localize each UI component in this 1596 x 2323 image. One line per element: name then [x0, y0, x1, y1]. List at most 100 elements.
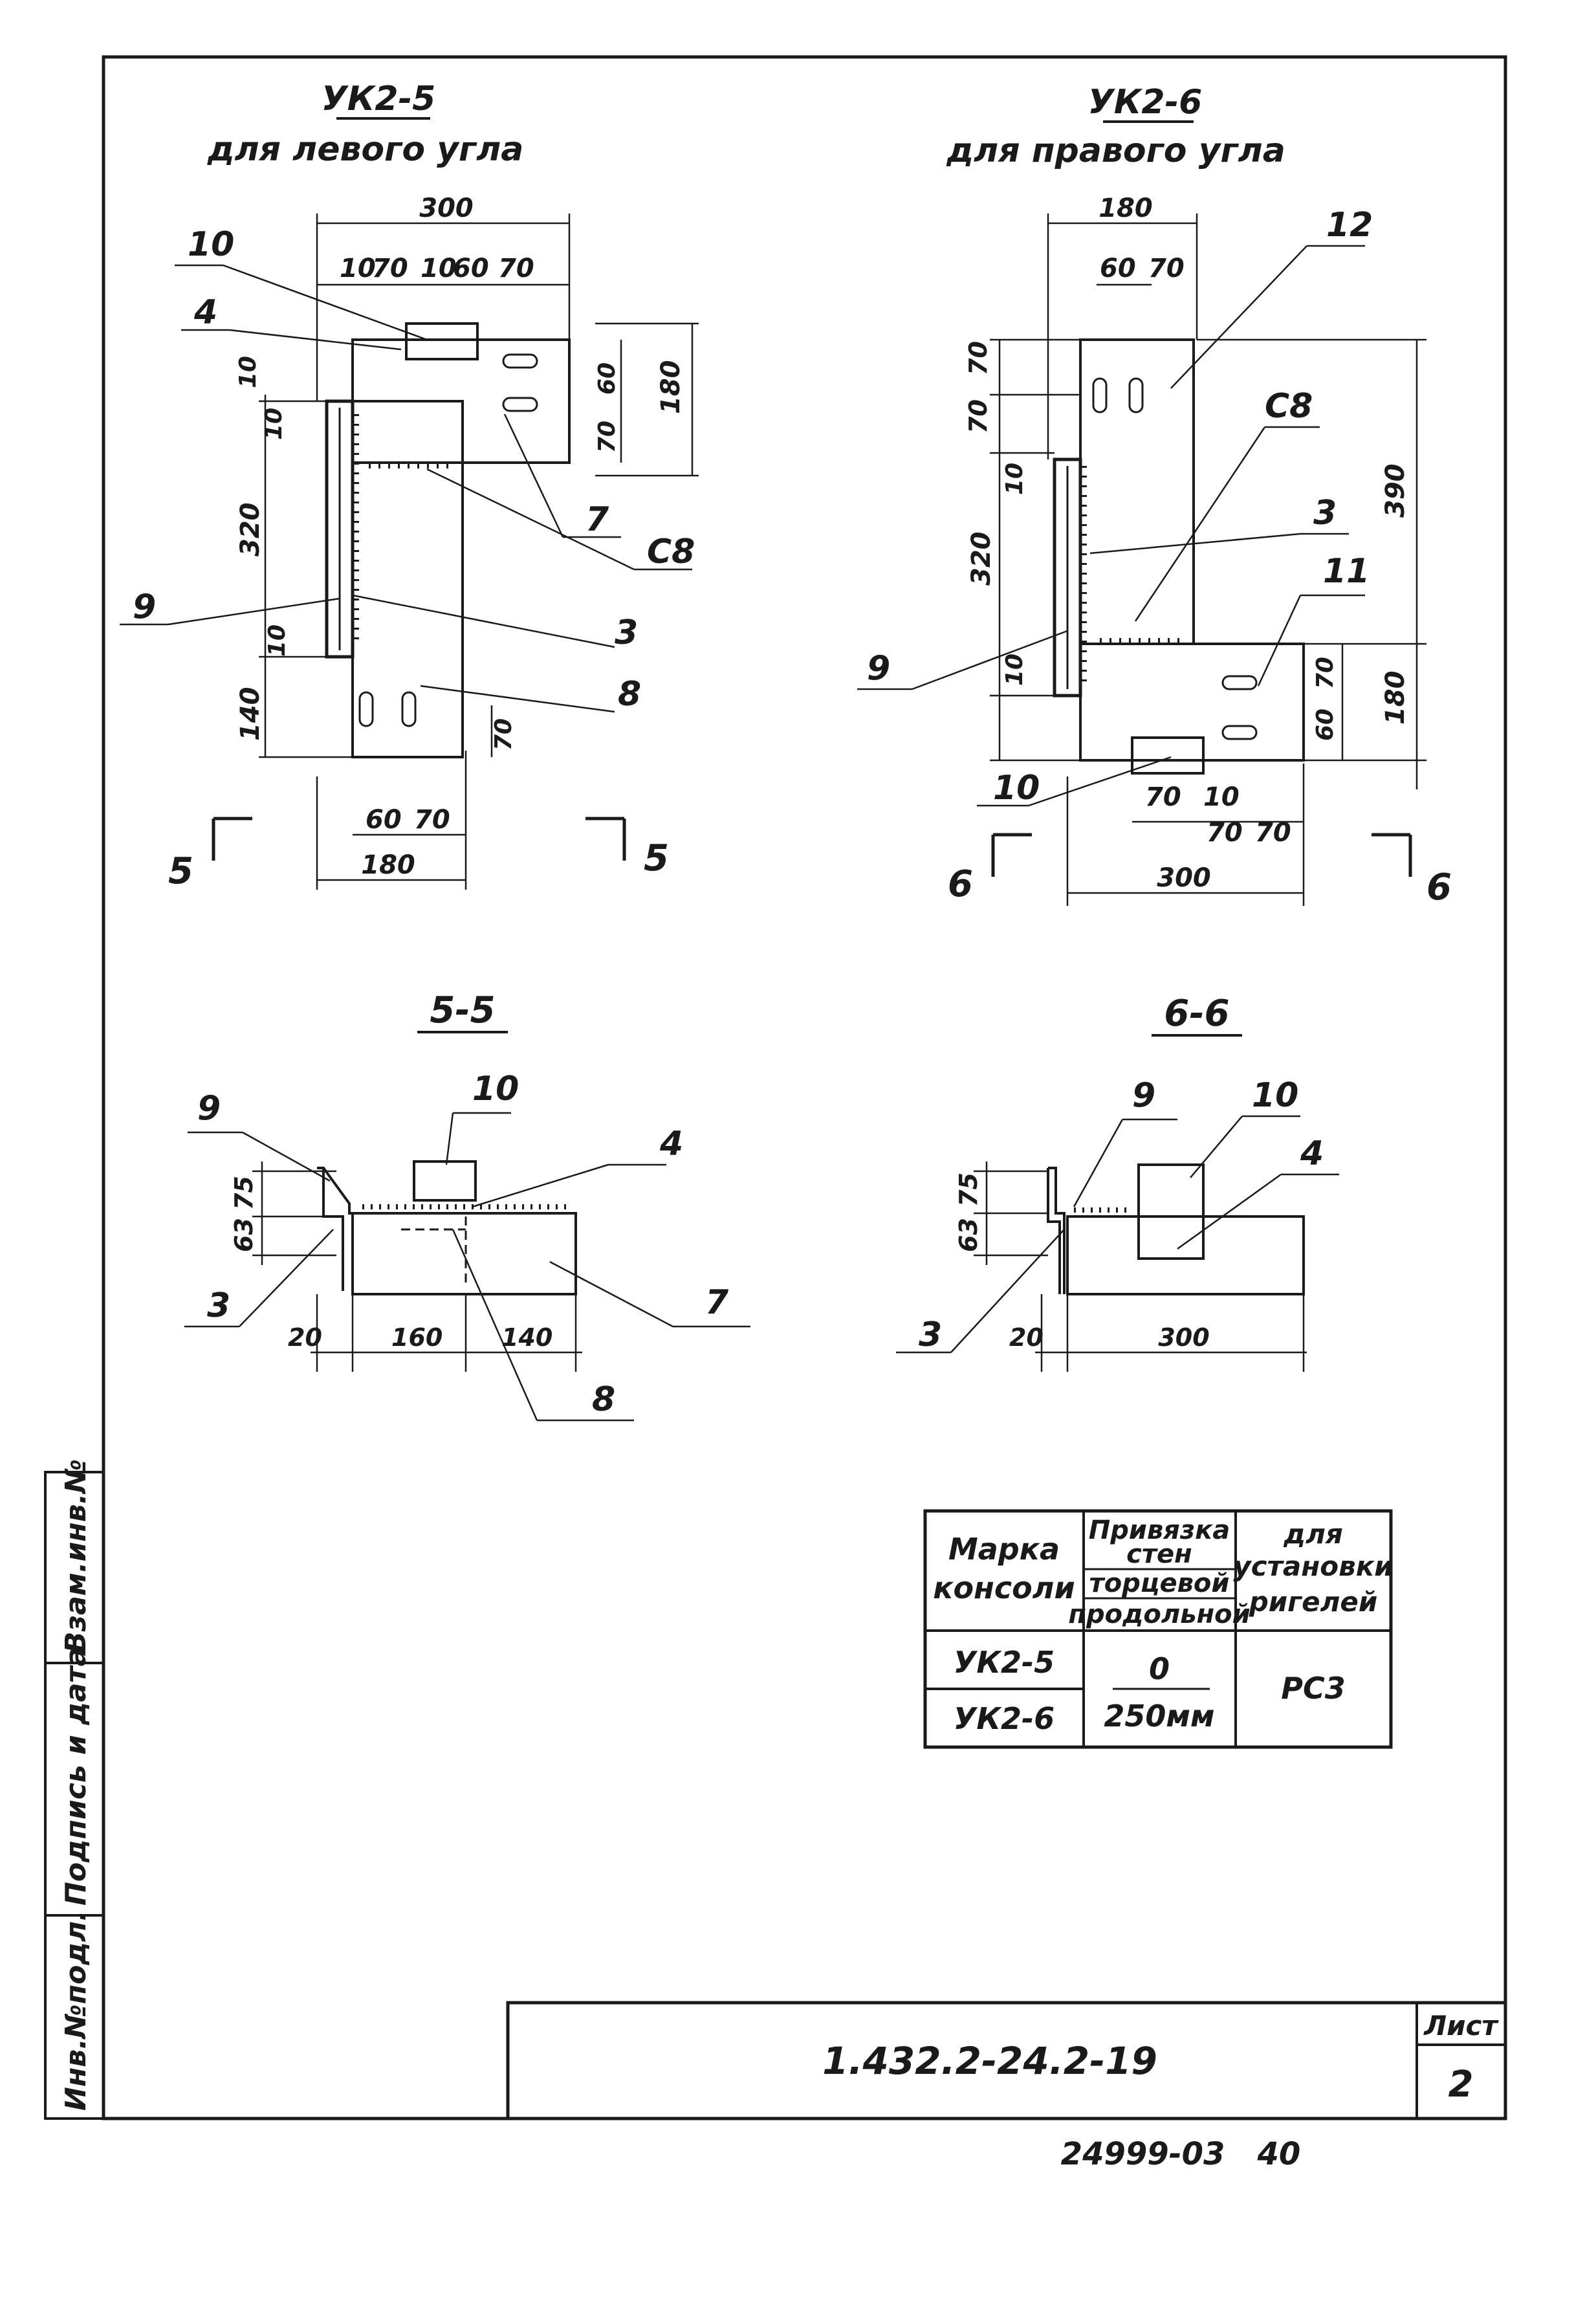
section-mark-left: 5 — [168, 850, 193, 892]
dim: 63 — [230, 1218, 258, 1252]
sheet-label: Лист — [1423, 2010, 1499, 2042]
callout: 10 — [1252, 1076, 1298, 1115]
callout: 7 — [585, 500, 609, 539]
dim: 20 — [288, 1323, 322, 1352]
callout: 8 — [592, 1380, 615, 1419]
dim: 60 — [366, 805, 402, 835]
dim: 60 — [453, 254, 489, 283]
callout: 7 — [705, 1283, 729, 1322]
section-mark-right: 6 — [1427, 866, 1452, 908]
section-mark-left: 5 — [644, 837, 669, 879]
plate-12-right — [1079, 338, 1195, 645]
dim: 70 — [964, 399, 992, 434]
dim: 70 — [498, 254, 534, 283]
callout: 4 — [659, 1125, 683, 1163]
dim: 10 — [235, 356, 261, 388]
dim: 70 — [1145, 782, 1181, 812]
section-mark-right: 6 — [948, 863, 973, 905]
side-stamp: Взам.инв.№ Подпись и дата Инв.№подл. — [44, 1459, 105, 2120]
dim: 60 — [1100, 254, 1136, 283]
dim: 160 — [391, 1323, 443, 1352]
plate-10-section — [413, 1160, 477, 1202]
view-uk2-6: УК2-6 для правого угла — [857, 83, 1452, 908]
title-block: 1.432.2-24.2-19 Лист 2 — [506, 2001, 1507, 2120]
table-header-girder: ригелей — [1249, 1586, 1378, 1618]
dim: 60 — [1312, 709, 1339, 741]
table-girder-value: РС3 — [1281, 1671, 1345, 1706]
dim: 70 — [964, 341, 992, 375]
table-header-mark: Марка — [948, 1532, 1060, 1567]
dim: 70 — [1255, 818, 1291, 848]
callout: 3 — [207, 1286, 230, 1325]
stamp-field-replace-inv: Взам.инв.№ — [60, 1459, 93, 1653]
view-left-subtitle: для левого угла — [207, 130, 524, 169]
dim: 180 — [1381, 671, 1410, 725]
slot — [502, 353, 538, 369]
table-header-girder: установки — [1233, 1550, 1393, 1582]
stamp-field-signature-date: Подпись и дата — [60, 1647, 93, 1906]
callout: 3 — [615, 613, 638, 652]
callout: 10 — [472, 1070, 519, 1108]
view-uk2-5: УК2-5 для левого угла — [120, 80, 699, 892]
table-header-mark: консоли — [933, 1570, 1075, 1605]
dim: 10 — [1203, 782, 1240, 812]
table-row-mark: УК2-5 — [954, 1645, 1055, 1680]
dim: 10 — [340, 254, 376, 283]
view-right-subtitle: для правого угла — [946, 131, 1285, 170]
dim: 140 — [501, 1323, 552, 1352]
plate-10-left — [405, 322, 479, 360]
dim: 10 — [264, 624, 290, 657]
dim: 75 — [230, 1176, 258, 1210]
callout: 9 — [197, 1089, 221, 1128]
dim: 70 — [372, 254, 408, 283]
slot — [1221, 675, 1258, 690]
table-header-binding-end: торцевой — [1089, 1569, 1230, 1598]
callout: 9 — [133, 588, 156, 626]
dim: 60 — [594, 362, 620, 395]
dim: 10 — [421, 254, 457, 283]
dim: 70 — [414, 805, 450, 835]
callout: С8 — [1265, 387, 1313, 426]
callout: 3 — [1313, 494, 1337, 533]
section-5-5: 5-5 75 63 20 160 140 — [184, 989, 750, 1422]
dim: 10 — [261, 408, 287, 440]
table-header-girder: для — [1283, 1518, 1343, 1550]
callout: 10 — [188, 225, 234, 264]
dim: 140 — [235, 687, 265, 742]
plate-10-section-right — [1137, 1163, 1205, 1260]
footer-code: 24999-03 40 — [1061, 2136, 1301, 2172]
slot — [1221, 725, 1258, 740]
plate-11-section — [1066, 1215, 1305, 1295]
dim: 10 — [1001, 654, 1028, 686]
stamp-field-inv-original: Инв.№подл. — [60, 1910, 93, 2111]
callout: С8 — [647, 533, 695, 571]
dim: 320 — [967, 532, 996, 586]
section-55-title: 5-5 — [430, 989, 495, 1031]
table-binding-denominator: 250мм — [1104, 1699, 1214, 1734]
slot — [1128, 377, 1144, 413]
dim: 390 — [1381, 464, 1410, 518]
callout: 4 — [1300, 1134, 1324, 1173]
plate-7-left — [351, 338, 571, 464]
dim: 75 — [954, 1173, 983, 1207]
dim: 63 — [954, 1218, 983, 1252]
dim: 70 — [1312, 657, 1339, 689]
slot — [358, 691, 374, 727]
table-header-binding: стен — [1126, 1539, 1192, 1569]
dim: 320 — [235, 503, 265, 557]
view-right-title: УК2-6 — [1088, 83, 1203, 122]
dim: 70 — [490, 718, 517, 751]
slot — [502, 397, 538, 412]
table-binding-numerator: 0 — [1149, 1651, 1170, 1686]
callout: 3 — [919, 1316, 942, 1354]
callout: 10 — [993, 769, 1040, 808]
plate-7-section — [351, 1212, 577, 1295]
sheet-number: 2 — [1448, 2064, 1474, 2106]
document-code: 1.432.2-24.2-19 — [822, 2039, 1157, 2083]
callout: 8 — [618, 675, 641, 714]
view-left-title: УК2-5 — [322, 80, 436, 118]
table-header-binding-long: продольной — [1068, 1600, 1250, 1629]
callout: 11 — [1323, 552, 1370, 591]
marks-table: Марка консоли Привязка стен торцевой про… — [923, 1509, 1394, 1749]
